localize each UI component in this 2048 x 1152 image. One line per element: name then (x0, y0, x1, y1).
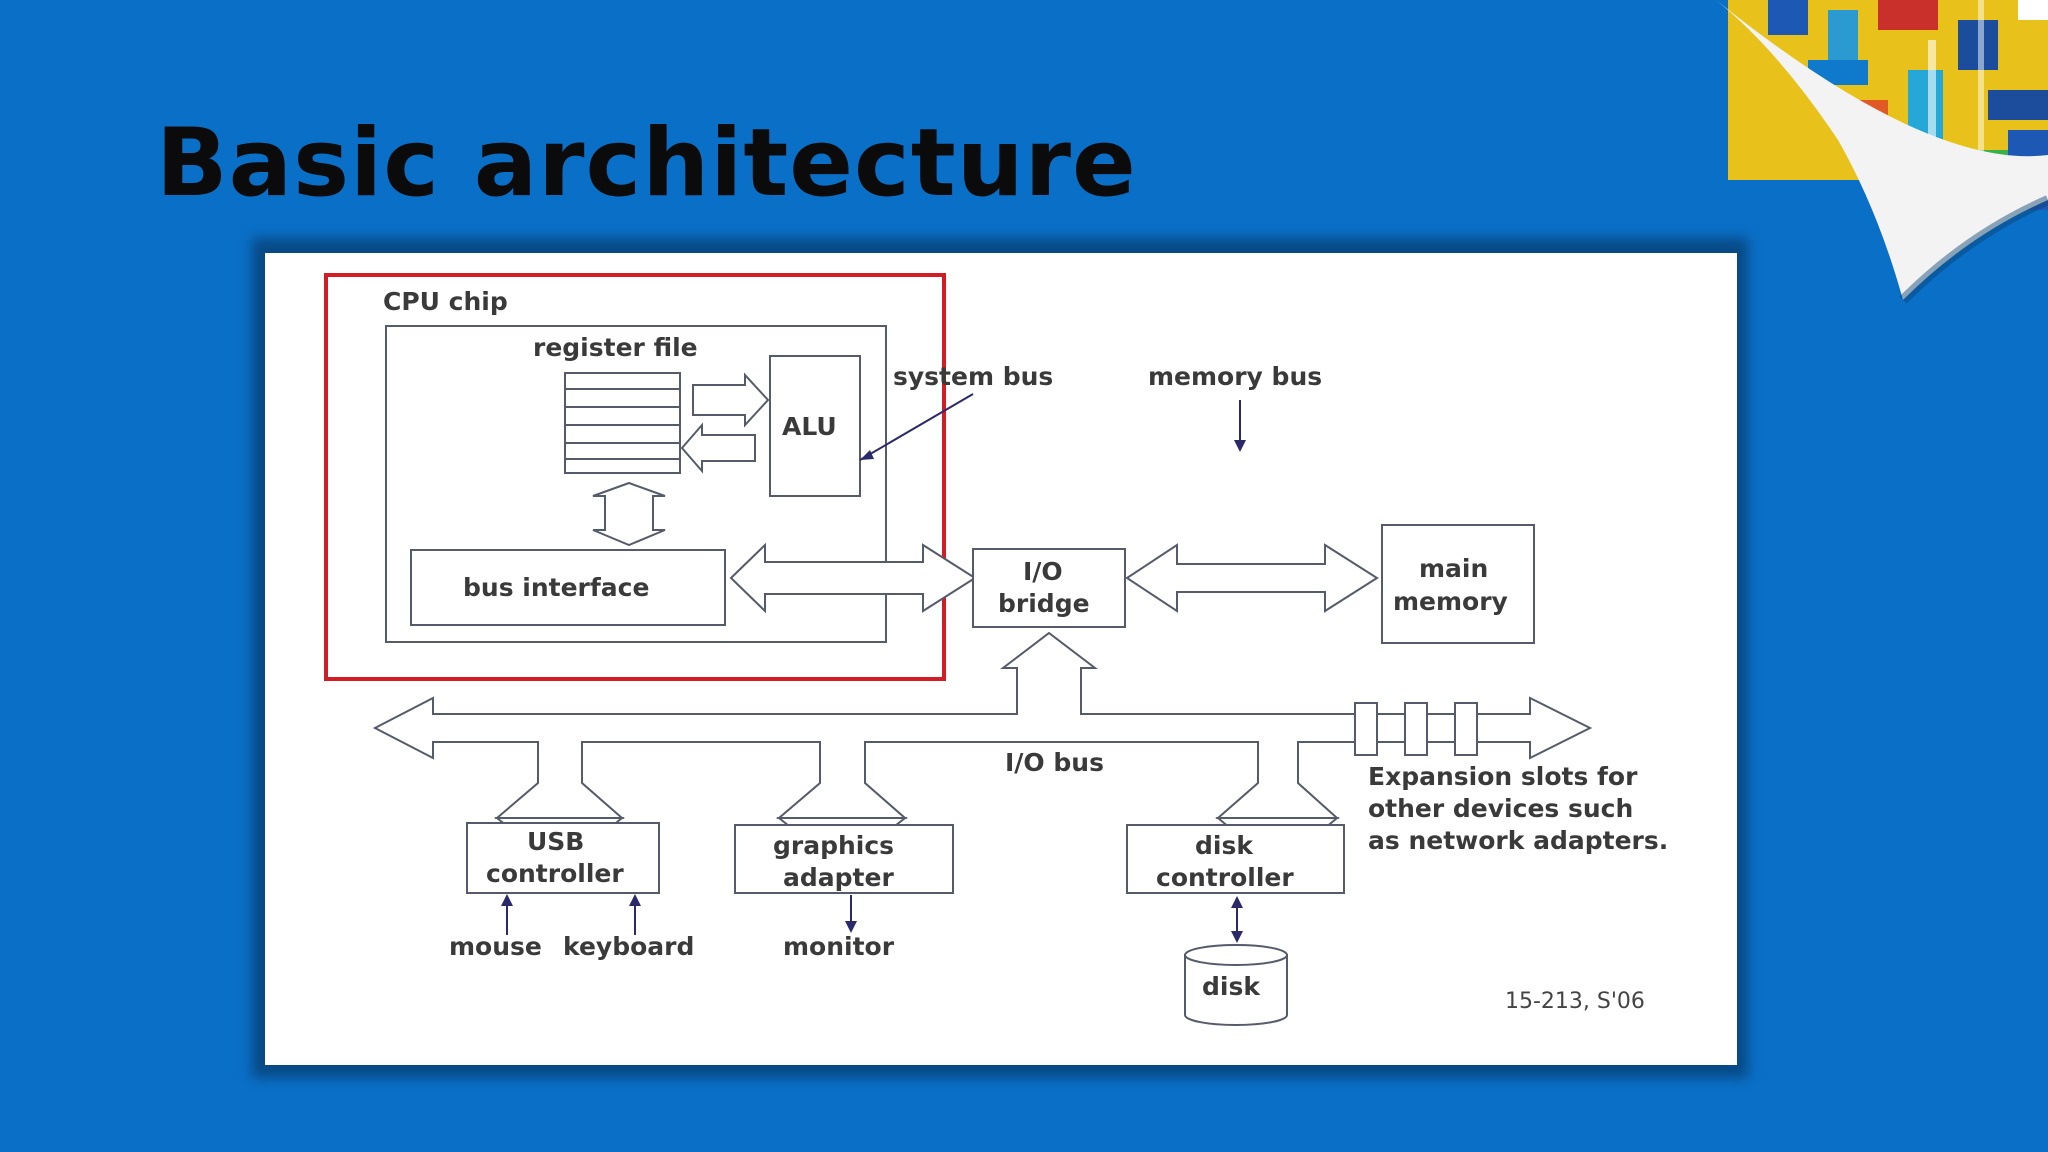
io-bus-label: I/O bus (1005, 748, 1104, 777)
monitor-arrow-head (845, 921, 857, 933)
cpu-chip-outline (324, 273, 946, 681)
expansion-label-2: other devices such (1368, 794, 1633, 823)
architecture-diagram: CPU chip register file ALU bus interface… (324, 273, 1668, 1026)
graphics-label-1: graphics (773, 831, 894, 860)
main-memory-label-2: memory (1393, 587, 1508, 616)
course-credit: 15-213, S'06 (1505, 989, 1645, 1014)
graphics-adapter-box (734, 824, 954, 894)
disk-controller-box (1126, 824, 1345, 894)
mosaic-pattern (1728, 0, 2048, 210)
mouse-label: mouse (449, 932, 542, 961)
graphics-label-2: adapter (783, 863, 894, 892)
diagram-panel: CPU chip register file ALU bus interface… (265, 253, 1737, 1065)
disk-label: disk (1202, 972, 1261, 1001)
bus-interface-box (410, 549, 726, 626)
main-memory-box (1381, 524, 1535, 644)
expansion-label-1: Expansion slots for (1368, 762, 1638, 791)
disk-controller-label-1: disk (1195, 831, 1254, 860)
usb-label-1: USB (527, 827, 584, 856)
usb-input-arrows (501, 894, 641, 935)
register-file (564, 372, 681, 474)
alu-to-reg-arrow (680, 422, 756, 474)
keyboard-label: keyboard (563, 932, 694, 961)
memory-bus-pointer-head (1234, 440, 1246, 452)
expansion-label-3: as network adapters. (1368, 826, 1668, 855)
alu-box (769, 355, 861, 497)
disk-cylinder (1184, 944, 1288, 1026)
reg-bus-double-arrow (592, 481, 666, 547)
io-bridge-box (972, 548, 1126, 628)
reg-to-alu-arrow (692, 372, 770, 428)
page-curl-decoration (1708, 0, 2048, 310)
register-file-label: register file (533, 333, 698, 362)
disk-controller-label-2: controller (1156, 863, 1294, 892)
slide-title: Basic architecture (156, 109, 1137, 218)
disk-double-arrow (1231, 896, 1243, 943)
alu-label: ALU (782, 412, 837, 441)
monitor-label: monitor (783, 932, 895, 961)
usb-label-2: controller (486, 859, 624, 888)
io-bridge-label-2: bridge (998, 589, 1090, 618)
expansion-slots (1354, 702, 1478, 756)
io-bridge-label-1: I/O (1023, 557, 1063, 586)
memory-bus-arrow (1125, 543, 1379, 613)
cpu-chip-label: CPU chip (383, 287, 508, 316)
memory-bus-label: memory bus (1148, 362, 1322, 391)
main-memory-label-1: main (1419, 554, 1488, 583)
bus-interface-label: bus interface (463, 573, 649, 602)
page-curl (1716, 0, 2048, 300)
system-bus-pointer (859, 393, 974, 461)
system-bus-pointer-head (860, 450, 874, 460)
usb-controller-box (466, 822, 660, 894)
system-bus-label: system bus (893, 362, 1053, 391)
